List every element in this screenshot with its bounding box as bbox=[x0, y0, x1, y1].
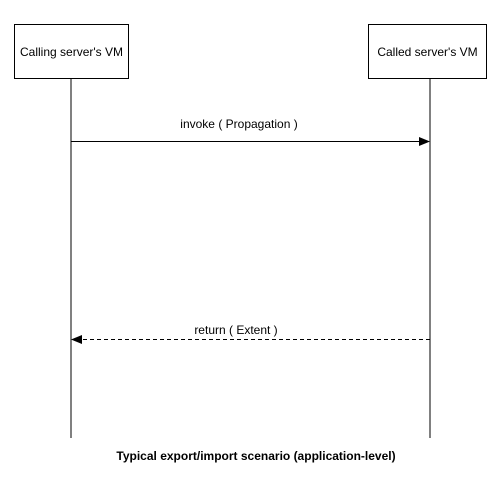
participant-calling-server: Calling server's VM bbox=[14, 24, 129, 79]
diagram-caption: Typical export/import scenario (applicat… bbox=[116, 449, 395, 463]
message-invoke: invoke ( Propagation ) bbox=[71, 117, 430, 146]
arrowhead-return bbox=[71, 335, 82, 344]
participant-label-calling-server: Calling server's VM bbox=[20, 45, 123, 59]
message-label-invoke: invoke ( Propagation ) bbox=[180, 117, 297, 131]
participant-box-calling-server bbox=[14, 24, 129, 79]
message-return: return ( Extent ) bbox=[71, 323, 430, 344]
participant-box-called-server bbox=[368, 24, 487, 79]
participant-called-server: Called server's VM bbox=[368, 24, 487, 79]
arrowhead-invoke bbox=[419, 137, 430, 146]
message-label-return: return ( Extent ) bbox=[194, 323, 277, 337]
participant-label-called-server: Called server's VM bbox=[377, 45, 477, 59]
